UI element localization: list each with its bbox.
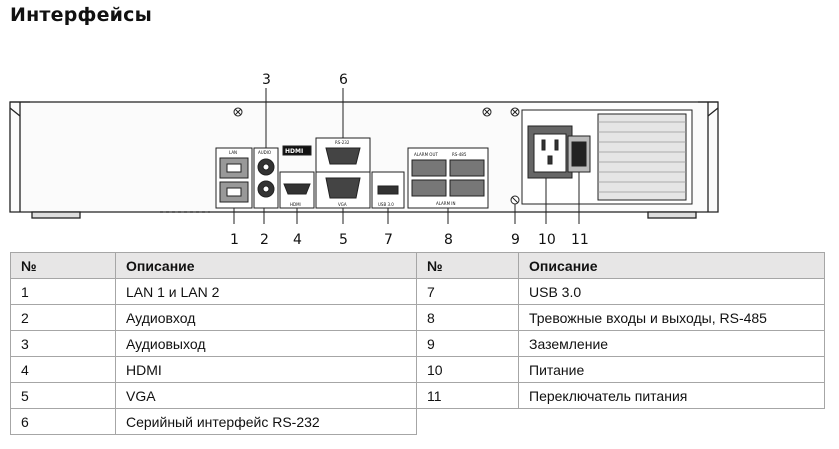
table-row: 6 Серийный интерфейс RS-232 bbox=[10, 408, 825, 435]
cell-number: 11 bbox=[416, 382, 519, 409]
alarm-out-label: ALARM OUT bbox=[414, 152, 438, 157]
cell-description: Переключатель питания bbox=[518, 382, 825, 409]
callout-5: 5 bbox=[339, 232, 348, 248]
audio-label: AUDIO bbox=[258, 150, 271, 155]
cell-number: 10 bbox=[416, 356, 519, 383]
lan-ports bbox=[215, 147, 253, 209]
interfaces-table: № Описание № Описание 1 LAN 1 и LAN 2 7 … bbox=[10, 252, 825, 435]
table-header-row: № Описание № Описание bbox=[10, 252, 825, 279]
cell-number: 2 bbox=[10, 304, 116, 331]
alarm-rs485-terminals bbox=[407, 147, 489, 209]
col-description-2: Описание bbox=[518, 252, 825, 279]
col-number: № bbox=[10, 252, 116, 279]
cell-description: Заземление bbox=[518, 330, 825, 357]
power-supply bbox=[521, 109, 693, 205]
cell-number: 5 bbox=[10, 382, 116, 409]
callout-2: 2 bbox=[260, 232, 269, 248]
hdmi-logo: HDMI bbox=[285, 148, 303, 155]
alarm-in-label: ALARM IN bbox=[436, 201, 455, 206]
cell-description: Аудиовход bbox=[115, 304, 417, 331]
callout-9: 9 bbox=[511, 232, 520, 248]
lan-label: LAN bbox=[229, 150, 237, 155]
cell-number: 6 bbox=[10, 408, 116, 435]
usb-label: USB 3.0 bbox=[378, 202, 394, 207]
cell-number: 8 bbox=[416, 304, 519, 331]
cell-number: 4 bbox=[10, 356, 116, 383]
callout-10: 10 bbox=[538, 232, 556, 248]
cell-description: Тревожные входы и выходы, RS-485 bbox=[518, 304, 825, 331]
callout-6: 6 bbox=[339, 72, 348, 88]
col-description: Описание bbox=[115, 252, 417, 279]
cell-description: Питание bbox=[518, 356, 825, 383]
cell-description: LAN 1 и LAN 2 bbox=[115, 278, 417, 305]
callout-4: 4 bbox=[293, 232, 302, 248]
cell-number: 9 bbox=[416, 330, 519, 357]
cell-number: 3 bbox=[10, 330, 116, 357]
table-row: 1 LAN 1 и LAN 2 7 USB 3.0 bbox=[10, 278, 825, 305]
rs485-label: RS-485 bbox=[452, 152, 467, 157]
callout-7: 7 bbox=[384, 232, 393, 248]
rs232-vga-ports bbox=[315, 137, 371, 209]
hdmi-port bbox=[279, 145, 315, 209]
callout-8: 8 bbox=[444, 232, 453, 248]
screw-icon bbox=[233, 107, 520, 117]
cell-description: VGA bbox=[115, 382, 417, 409]
callout-3: 3 bbox=[262, 72, 271, 88]
cell-description: Серийный интерфейс RS-232 bbox=[115, 408, 417, 435]
empty-cell bbox=[416, 408, 825, 435]
usb-port bbox=[371, 171, 405, 209]
audio-ports bbox=[253, 147, 279, 209]
cell-number: 1 bbox=[10, 278, 116, 305]
table-row: 4 HDMI 10 Питание bbox=[10, 356, 825, 383]
hdmi-label: HDMI bbox=[290, 202, 301, 207]
callout-1: 1 bbox=[230, 232, 239, 248]
table-row: 5 VGA 11 Переключатель питания bbox=[10, 382, 825, 409]
table-row: 3 Аудиовыход 9 Заземление bbox=[10, 330, 825, 357]
rs232-label: RS-232 bbox=[335, 140, 350, 145]
page-title: Интерфейсы bbox=[10, 4, 153, 26]
callout-leaders bbox=[233, 88, 580, 224]
cell-number: 7 bbox=[416, 278, 519, 305]
cell-description: Аудиовыход bbox=[115, 330, 417, 357]
callout-11: 11 bbox=[571, 232, 589, 248]
cell-description: HDMI bbox=[115, 356, 417, 383]
cell-description: USB 3.0 bbox=[518, 278, 825, 305]
vga-label: VGA bbox=[338, 202, 347, 207]
col-number-2: № bbox=[416, 252, 519, 279]
rear-panel-diagram: LAN AUDIO HDMI HDMI RS-232 VGA USB 3.0 A… bbox=[9, 72, 719, 248]
table-row: 2 Аудиовход 8 Тревожные входы и выходы, … bbox=[10, 304, 825, 331]
